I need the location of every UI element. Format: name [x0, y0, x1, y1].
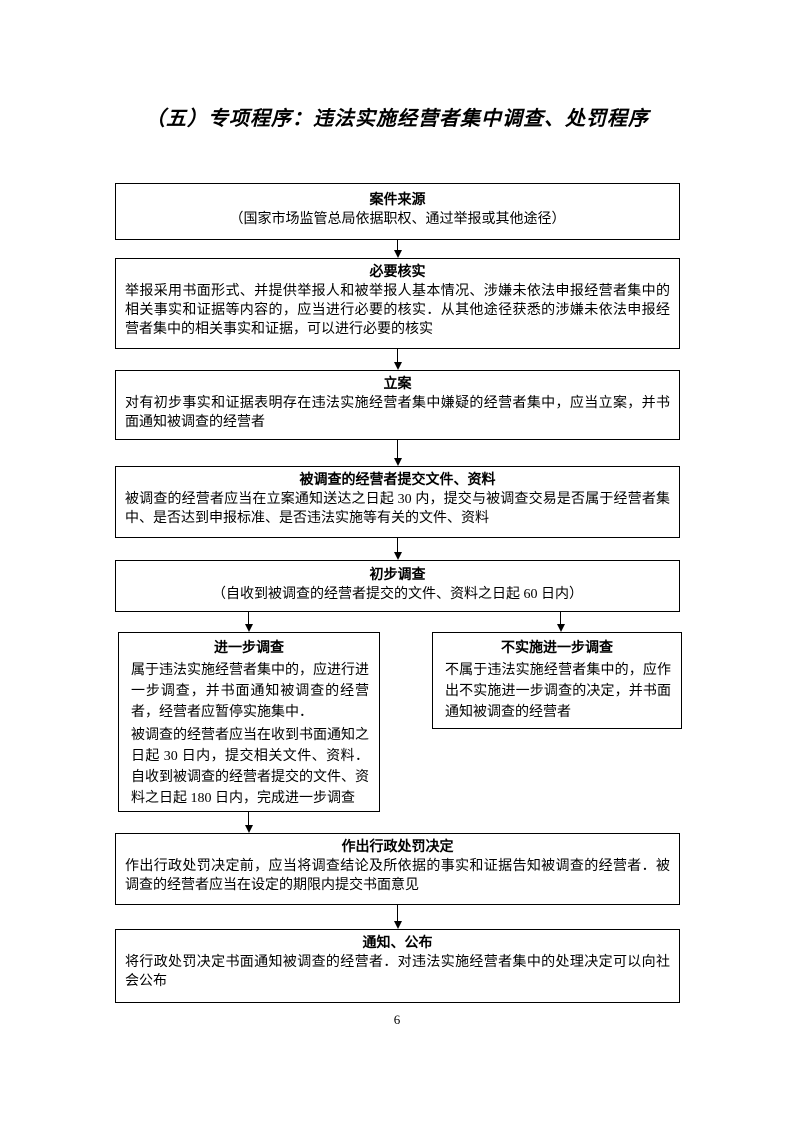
flow-box-filing: 立案 对有初步事实和证据表明存在违法实施经营者集中嫌疑的经营者集中，应当立案，并…: [115, 370, 680, 440]
flow-arrow-down: [393, 349, 402, 370]
box-body-paragraph-2: 被调查的经营者应当在收到书面通知之日起 30 日内，提交相关文件、资料．自收到被…: [131, 728, 369, 806]
flow-box-notify-publish: 通知、公布 将行政处罚决定书面通知被调查的经营者．对违法实施经营者集中的处理决定…: [115, 929, 680, 1003]
box-body: 作出行政处罚决定前，应当将调查结论及所依据的事实和证据告知被调查的经营者．被调查…: [125, 859, 670, 893]
page-number: 6: [393, 1012, 401, 1027]
box-title: 进一步调查: [214, 641, 284, 656]
arrow-head-icon: [556, 624, 565, 632]
arrow-line: [397, 905, 398, 921]
arrow-line: [397, 349, 398, 362]
box-title: 初步调查: [369, 568, 426, 583]
flow-box-verification: 必要核实 举报采用书面形式、并提供举报人和被举报人基本情况、涉嫌未依法申报经营者…: [115, 258, 680, 349]
arrow-head-icon: [393, 552, 402, 560]
arrow-line: [560, 612, 561, 624]
arrow-line: [397, 239, 398, 250]
box-title: 案件来源: [369, 193, 426, 208]
page-title: （五）专项程序：违法实施经营者集中调查、处罚程序: [145, 108, 649, 130]
box-body: （国家市场监管总局依据职权、通过举报或其他途径）: [229, 212, 566, 227]
arrow-head-icon: [393, 458, 402, 466]
arrow-line: [397, 538, 398, 552]
arrow-head-icon: [244, 825, 253, 833]
box-body-paragraph-1: 属于违法实施经营者集中的，应进行进一步调查，并书面通知被调查的经营者，经营者应暂…: [131, 663, 369, 720]
flow-arrow-down-left-branch: [244, 612, 253, 632]
box-title: 不实施进一步调查: [501, 641, 613, 656]
flow-box-submit-documents: 被调查的经营者提交文件、资料 被调查的经营者应当在立案通知送达之日起 30 内，…: [115, 466, 680, 538]
flow-arrow-down: [393, 538, 402, 560]
box-title: 通知、公布: [362, 936, 433, 951]
flow-arrow-down: [393, 239, 402, 258]
box-body: 被调查的经营者应当在立案通知送达之日起 30 内，提交与被调查交易是否属于经营者…: [125, 492, 670, 526]
flow-box-no-further-investigation: 不实施进一步调查 不属于违法实施经营者集中的，应作出不实施进一步调查的决定，并书…: [432, 632, 682, 729]
arrow-line: [248, 612, 249, 624]
arrow-line: [248, 812, 249, 825]
flow-box-further-investigation: 进一步调查 属于违法实施经营者集中的，应进行进一步调查，并书面通知被调查的经营者…: [118, 632, 380, 812]
arrow-head-icon: [393, 362, 402, 370]
box-title: 被调查的经营者提交文件、资料: [299, 473, 496, 488]
box-title: 立案: [383, 377, 412, 392]
flow-arrow-down: [244, 812, 253, 833]
box-body: 对有初步事实和证据表明存在违法实施经营者集中嫌疑的经营者集中，应当立案，并书面通…: [125, 396, 670, 430]
box-title: 作出行政处罚决定: [341, 840, 454, 855]
flow-arrow-down: [393, 905, 402, 929]
flow-arrow-down-right-branch: [556, 612, 565, 632]
flow-arrow-down: [393, 440, 402, 466]
flow-box-case-source: 案件来源 （国家市场监管总局依据职权、通过举报或其他途径）: [115, 183, 680, 240]
box-body: （自收到被调查的经营者提交的文件、资料之日起 60 日内）: [212, 587, 583, 602]
arrow-line: [397, 440, 398, 458]
arrow-head-icon: [393, 921, 402, 929]
flow-box-preliminary-investigation: 初步调查 （自收到被调查的经营者提交的文件、资料之日起 60 日内）: [115, 560, 680, 612]
box-body: 不属于违法实施经营者集中的，应作出不实施进一步调查的决定，并书面通知被调查的经营…: [445, 663, 671, 720]
box-body: 举报采用书面形式、并提供举报人和被举报人基本情况、涉嫌未依法申报经营者集中的相关…: [125, 284, 670, 337]
box-title: 必要核实: [369, 265, 426, 280]
box-body: 将行政处罚决定书面通知被调查的经营者．对违法实施经营者集中的处理决定可以向社会公…: [125, 955, 670, 989]
arrow-head-icon: [244, 624, 253, 632]
arrow-head-icon: [393, 250, 402, 258]
flow-box-penalty-decision: 作出行政处罚决定 作出行政处罚决定前，应当将调查结论及所依据的事实和证据告知被调…: [115, 833, 680, 905]
